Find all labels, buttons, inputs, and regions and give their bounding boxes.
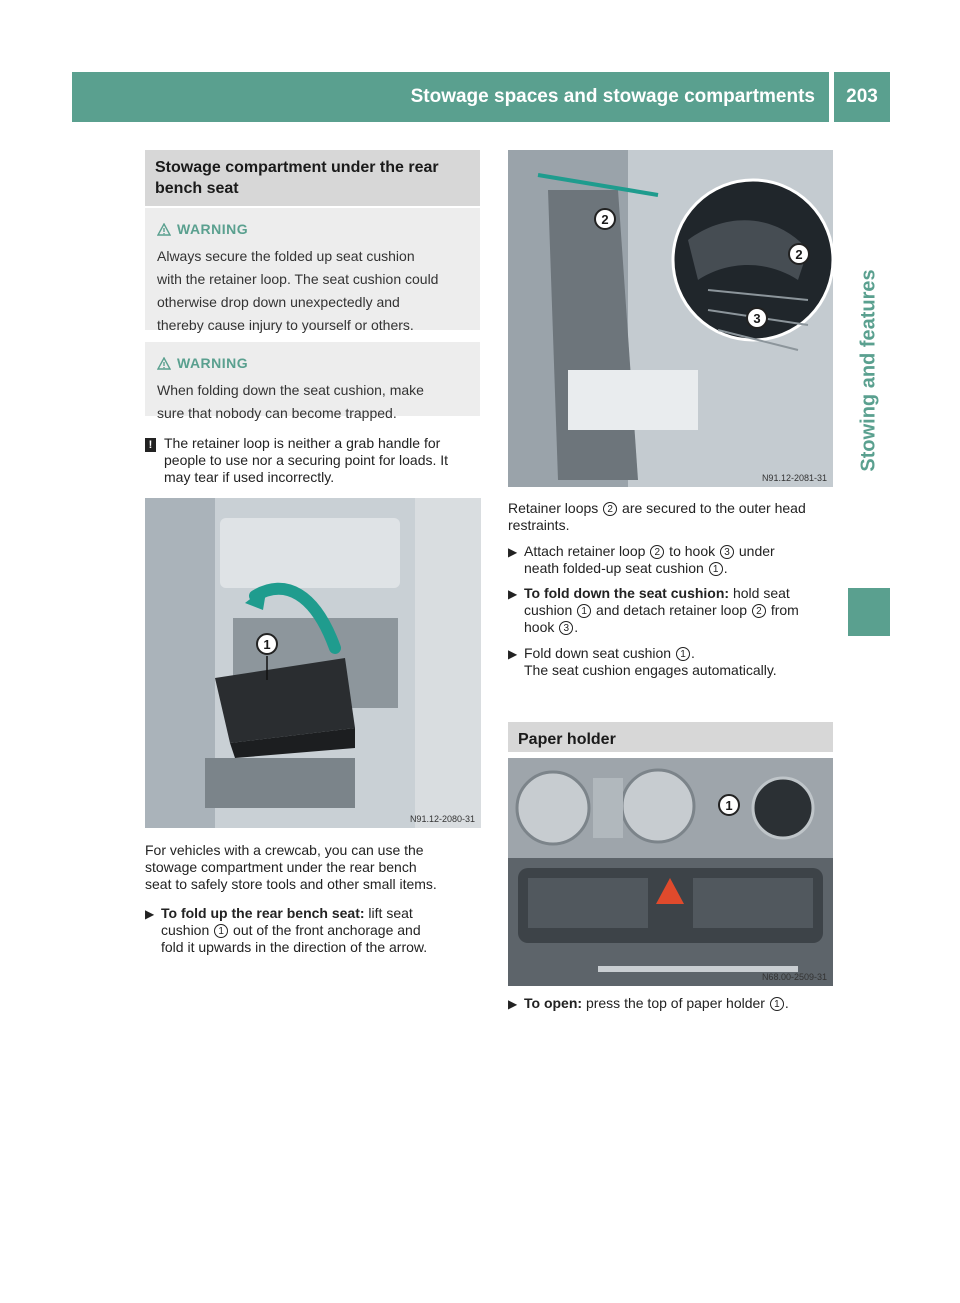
warning-triangle-icon [157, 357, 171, 370]
instruction-step: ▶ To fold down the seat cushion: hold se… [508, 585, 838, 636]
warning-line: Always secure the folded up seat cushion [157, 248, 415, 264]
step-text: The seat cushion engages automatically. [524, 662, 777, 678]
step-label: To open: [524, 995, 583, 1011]
text-span: are secured to the outer head [618, 500, 806, 516]
step-text: from [766, 602, 799, 618]
instruction-step: ▶ Attach retainer loop 2 to hook 3 under… [508, 543, 838, 577]
step-text: lift seat [364, 905, 413, 921]
step-text: under [735, 543, 775, 559]
warning-line: otherwise drop down unexpectedly and [157, 294, 400, 310]
note-line: The retainer loop is neither a grab hand… [164, 435, 441, 451]
inline-callout: 3 [720, 545, 734, 560]
text-span: Retainer loops [508, 500, 603, 516]
figure-rear-bench-seat: 1 N91.12-2080-31 [145, 498, 481, 828]
arrow-bullet-icon: ▶ [508, 545, 518, 559]
note-line: people to use nor a securing point for l… [164, 452, 449, 468]
step-text: . [723, 560, 728, 576]
inline-callout: 2 [751, 604, 766, 619]
arrow-bullet-icon: ▶ [145, 907, 155, 921]
step-text: Fold down seat cushion [524, 645, 675, 661]
warning-line: When folding down the seat cushion, make [157, 382, 424, 398]
note-block: ! The retainer loop is neither a grab han… [145, 435, 485, 486]
figure-code: N91.12-2081-31 [761, 473, 827, 483]
retainer-loop-illustration [508, 150, 833, 487]
warning-line: with the retainer loop. The seat cushion… [157, 271, 439, 287]
step-text: neath folded-up seat cushion [524, 560, 708, 576]
figure-code: N91.12-2080-31 [409, 814, 475, 824]
figure-retainer-loops: 2 2 3 N91.12-2081-31 [508, 150, 833, 487]
step-text: cushion [524, 602, 577, 618]
side-tab-marker [848, 588, 890, 636]
page-number: 203 [834, 72, 890, 122]
step-text: hook [524, 619, 559, 635]
step-label: To fold down the seat cushion: [524, 585, 730, 601]
inline-callout: 2 [603, 502, 618, 517]
inline-callout: 3 [559, 621, 574, 636]
warning-title: WARNING [157, 352, 468, 375]
step-text: . [784, 995, 789, 1011]
warning-line: sure that nobody can become trapped. [157, 405, 397, 421]
note-icon: ! [145, 438, 156, 452]
step-text: Attach retainer loop [524, 543, 650, 559]
section-title: Paper holder [508, 722, 833, 752]
callout-marker: 2 [788, 243, 810, 265]
figure-code: N68.00-2509-31 [761, 972, 827, 982]
step-text: . [690, 645, 695, 661]
note-line: may tear if used incorrectly. [164, 469, 335, 485]
callout-marker: 1 [718, 794, 740, 816]
step-text: fold it upwards in the direction of the … [161, 939, 428, 955]
step-text: press the top of paper holder [582, 995, 769, 1011]
inline-callout: 1 [675, 647, 690, 662]
text-line: For vehicles with a crewcab, you can use… [145, 842, 424, 858]
text-line: restraints. [508, 517, 570, 533]
inline-callout: 1 [214, 924, 229, 939]
side-tab-label: Stowing and features [857, 268, 880, 472]
instruction-step: ▶ Fold down seat cushion 1. The seat cus… [508, 645, 838, 679]
arrow-bullet-icon: ▶ [508, 647, 518, 661]
warning-line: thereby cause injury to yourself or othe… [157, 317, 414, 333]
warning-title-text: WARNING [177, 355, 249, 371]
warning-title-text: WARNING [177, 221, 249, 237]
inline-callout: 1 [577, 604, 592, 619]
page-header-title: Stowage spaces and stowage compartments [410, 86, 815, 107]
callout-marker: 3 [746, 307, 768, 329]
body-paragraph: For vehicles with a crewcab, you can use… [145, 842, 485, 893]
instruction-step: ▶ To open: press the top of paper holder… [508, 995, 838, 1013]
warning-title: WARNING [157, 218, 468, 241]
dashboard-controls-illustration [508, 758, 833, 986]
step-text: cushion [161, 922, 214, 938]
warning-box: WARNING When folding down the seat cushi… [145, 342, 480, 421]
step-text: hold seat [729, 585, 790, 601]
inline-callout: 2 [650, 545, 665, 560]
side-tab: Stowing and features [848, 130, 890, 610]
arrow-bullet-icon: ▶ [508, 587, 518, 601]
warning-triangle-icon [157, 223, 171, 236]
text-line: seat to safely store tools and other sma… [145, 876, 437, 892]
text-line: stowage compartment under the rear bench [145, 859, 417, 875]
inline-callout: 1 [769, 997, 784, 1012]
section-title-line: Stowage compartment under the rear [155, 159, 439, 176]
section-title-line: Paper holder [518, 731, 616, 748]
instruction-step: ▶ To fold up the rear bench seat: lift s… [145, 905, 485, 956]
seat-illustration [145, 498, 481, 828]
arrow-bullet-icon: ▶ [508, 997, 518, 1011]
body-paragraph: Retainer loops 2 are secured to the oute… [508, 500, 838, 534]
warning-box: WARNING Always secure the folded up seat… [145, 208, 480, 333]
step-text: to hook [665, 543, 719, 559]
header-bar: Stowage spaces and stowage compartments [72, 72, 829, 122]
callout-marker: 1 [256, 633, 278, 655]
step-text: . [574, 619, 579, 635]
step-text: out of the front anchorage and [229, 922, 421, 938]
inline-callout: 1 [708, 562, 723, 577]
figure-paper-holder: 1 N68.00-2509-31 [508, 758, 833, 986]
section-title-line: bench seat [155, 180, 239, 197]
section-title: Stowage compartment under the rear bench… [145, 150, 480, 206]
step-text: and detach retainer loop [592, 602, 751, 618]
step-label: To fold up the rear bench seat: [161, 905, 365, 921]
callout-marker: 2 [594, 208, 616, 230]
